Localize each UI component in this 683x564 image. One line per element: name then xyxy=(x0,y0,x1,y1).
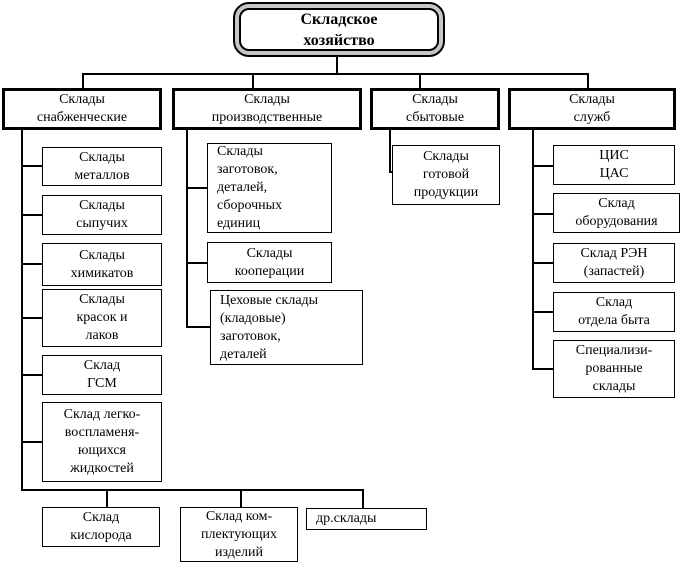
connector-line xyxy=(362,491,364,508)
connector-line xyxy=(419,74,421,88)
node-fuel-lubricants-warehouse: Склад ГСМ xyxy=(42,355,162,395)
node-label: Склады сыпучих xyxy=(76,198,128,231)
connector-line xyxy=(82,73,589,75)
connector-line xyxy=(532,130,534,370)
connector-line xyxy=(532,311,553,313)
connector-line xyxy=(186,187,207,189)
node-sales-warehouses: Склады сбытовые xyxy=(370,88,500,130)
node-label: Специализи- рованные склады xyxy=(575,343,653,394)
connector-line xyxy=(21,441,42,443)
node-label: Цеховые склады (кладовые) заготовок, дет… xyxy=(220,292,319,362)
node-label: Склады металлов xyxy=(74,149,130,183)
node-chemicals-warehouse: Склады химикатов xyxy=(42,243,162,286)
node-metals-warehouse: Склады металлов xyxy=(42,147,162,186)
node-label: ЦИС ЦАС xyxy=(599,148,629,181)
connector-line xyxy=(336,57,338,74)
node-supply-warehouses: Склады снабженческие xyxy=(2,88,162,130)
node-finished-goods-warehouse: Склады готовой продукции xyxy=(392,145,500,205)
node-equipment-warehouse: Склад оборудования xyxy=(553,193,680,233)
node-bulk-materials-warehouse: Склады сыпучих xyxy=(42,195,162,235)
connector-line xyxy=(21,489,364,491)
node-label: Склады кооперации xyxy=(234,245,305,279)
connector-line xyxy=(21,317,42,319)
connector-line xyxy=(21,214,42,216)
connector-line xyxy=(532,165,553,167)
node-label: Склады снабженческие xyxy=(36,92,128,125)
connector-line xyxy=(252,74,254,88)
connector-line xyxy=(587,74,589,88)
node-label: Склад ГСМ xyxy=(83,358,121,391)
node-components-warehouse: Склад ком- плектующих изделий xyxy=(180,507,298,562)
node-household-dept-warehouse: Склад отдела быта xyxy=(553,292,675,332)
node-blanks-parts-assembly-warehouse: Склады заготовок, деталей, сборочных еди… xyxy=(207,143,332,233)
node-specialized-warehouses: Специализи- рованные склады xyxy=(553,340,675,398)
connector-line xyxy=(21,374,42,376)
node-label: Склады служб xyxy=(569,92,615,125)
node-label: Склад ком- плектующих изделий xyxy=(201,508,277,560)
node-label: Склады производственные xyxy=(211,92,323,125)
connector-line xyxy=(240,491,242,507)
node-flammable-liquids-warehouse: Склад легко- воспламеня- ющихся жидкосте… xyxy=(42,402,162,482)
node-cooperation-warehouse: Склады кооперации xyxy=(207,242,332,283)
node-label: Склады химикатов xyxy=(70,247,134,281)
node-paints-varnishes-warehouse: Склады красок и лаков xyxy=(42,289,162,347)
connector-line xyxy=(389,130,391,173)
connector-line xyxy=(389,171,393,173)
node-warehouse-management: Складское хозяйство xyxy=(233,2,445,57)
connector-line xyxy=(21,263,42,265)
node-label: Склад оборудования xyxy=(575,196,658,229)
node-shop-storerooms-warehouse: Цеховые склады (кладовые) заготовок, дет… xyxy=(210,290,363,365)
root-label: Складское хозяйство xyxy=(300,10,378,49)
node-label: Склад РЭН (запастей) xyxy=(580,246,648,279)
connector-line xyxy=(532,262,553,264)
root-inner-frame: Складское хозяйство xyxy=(239,8,439,51)
node-production-warehouses: Склады производственные xyxy=(172,88,362,130)
node-service-warehouses: Склады служб xyxy=(508,88,676,130)
connector-line xyxy=(21,165,42,167)
connector-line xyxy=(82,74,84,88)
node-label: Склад отдела быта xyxy=(578,295,650,328)
node-label: Склады заготовок, деталей, сборочных еди… xyxy=(217,144,283,231)
node-label: Склад легко- воспламеня- ющихся жидкосте… xyxy=(63,407,141,476)
node-ren-spares-warehouse: Склад РЭН (запастей) xyxy=(553,243,675,283)
connector-line xyxy=(186,326,210,328)
node-label: Склад кислорода xyxy=(70,510,132,543)
connector-line xyxy=(186,130,188,328)
connector-line xyxy=(532,368,553,370)
connector-line xyxy=(21,130,23,490)
connector-line xyxy=(106,491,108,507)
node-label: Склады готовой продукции xyxy=(413,149,479,200)
node-label: Склады красок и лаков xyxy=(76,292,128,343)
node-label: Склады сбытовые xyxy=(405,92,465,125)
node-label: др.склады xyxy=(316,511,377,526)
node-other-warehouses: др.склады xyxy=(306,508,427,530)
connector-line xyxy=(186,262,207,264)
node-cis-cas-warehouse: ЦИС ЦАС xyxy=(553,145,675,185)
node-oxygen-warehouse: Склад кислорода xyxy=(42,507,160,547)
connector-line xyxy=(532,213,553,215)
